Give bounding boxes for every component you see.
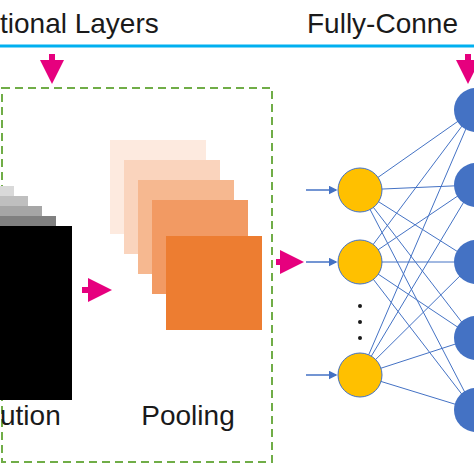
pooling-stack [110, 140, 262, 330]
ellipsis-dots [358, 304, 362, 340]
pointer-arrow [465, 54, 471, 72]
pooling-block: Pooling [108, 136, 268, 432]
section-heading: Fully-Conne [307, 8, 458, 40]
input-neurons [338, 168, 382, 397]
flow-arrow [276, 259, 292, 265]
input-arrows [306, 190, 336, 375]
output-neurons [454, 88, 474, 432]
node-caption: Pooling [108, 400, 268, 432]
pointer-arrow [49, 54, 55, 72]
feature-map [0, 186, 72, 400]
node-caption: ution [0, 400, 80, 432]
convolution-block: ution [0, 180, 80, 432]
section-heading: tional Layers [0, 8, 159, 40]
section-rule [0, 45, 474, 48]
flow-arrow [82, 287, 100, 293]
